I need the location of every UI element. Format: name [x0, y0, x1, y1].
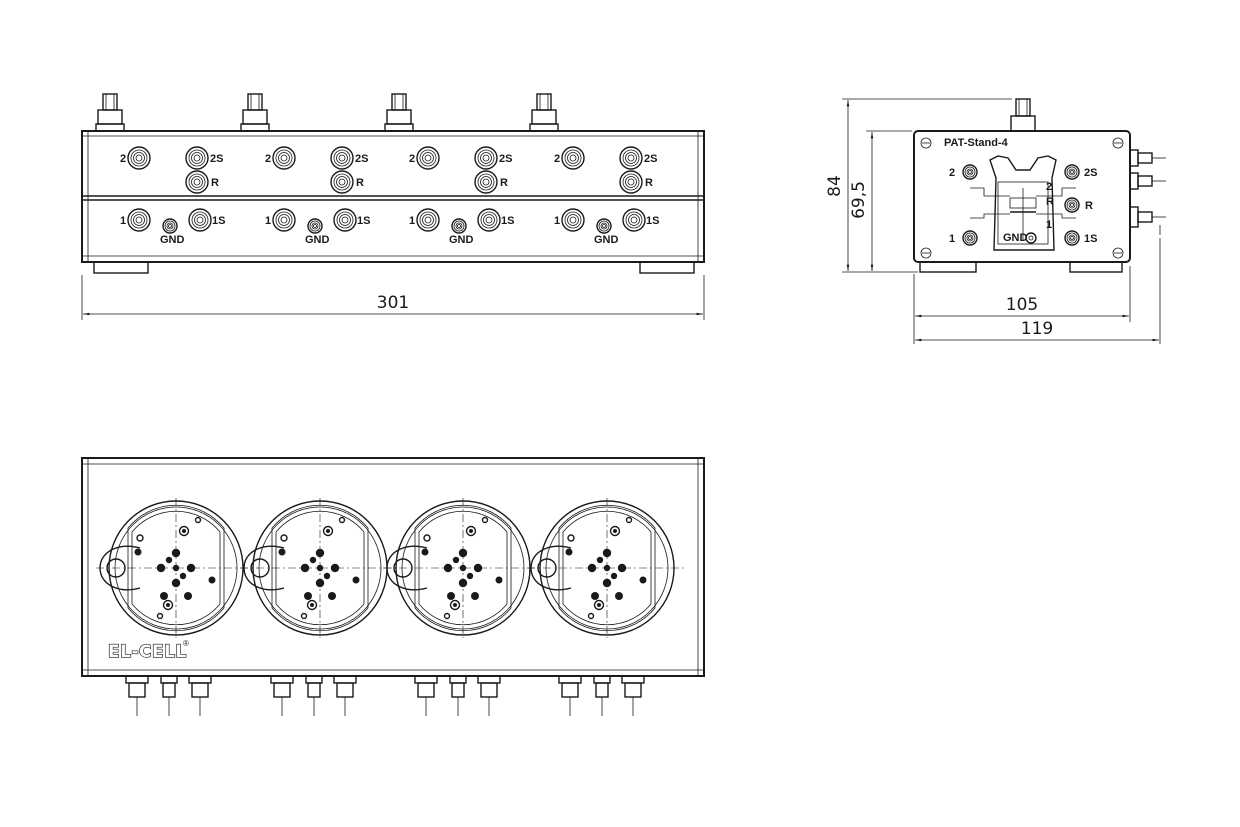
label-1s: 1S	[212, 215, 225, 227]
side-jack-r	[1064, 197, 1080, 213]
side-jack-1s	[1064, 230, 1080, 246]
top-connector	[529, 93, 559, 132]
label-gnd: GND	[305, 234, 330, 246]
jack-2	[272, 146, 296, 170]
jack-gnd	[451, 218, 467, 234]
side-label-2: 2	[949, 167, 955, 179]
label-1: 1	[265, 215, 271, 227]
jack-1	[416, 208, 440, 232]
label-2s: 2S	[210, 153, 223, 165]
side-jack-2s	[1064, 164, 1080, 180]
label-1: 1	[409, 215, 415, 227]
jack-gnd	[162, 218, 178, 234]
cell-holder-3	[382, 497, 544, 639]
model-label: PAT-Stand-4	[944, 137, 1009, 149]
label-1s: 1S	[501, 215, 514, 227]
label-r: R	[211, 177, 219, 189]
top-connector	[384, 93, 414, 132]
label-r: R	[356, 177, 364, 189]
jack-1s	[622, 208, 646, 232]
jack-1	[127, 208, 151, 232]
svg-text:R: R	[1046, 196, 1054, 208]
jack-2	[561, 146, 585, 170]
brand-mark: ®	[183, 639, 189, 648]
jack-2s	[185, 146, 209, 170]
channel-4: 2 2S R 1 1S GND	[529, 93, 659, 246]
cell-holder-1	[95, 497, 257, 639]
side-label-1: 1	[949, 233, 955, 245]
dimension-height: 84	[825, 98, 1012, 273]
jack-2s	[474, 146, 498, 170]
dimension-length: 301	[81, 275, 705, 320]
side-connectors	[1129, 149, 1166, 235]
label-2s: 2S	[644, 153, 657, 165]
channel-3: 2 2S R 1 1S GND	[384, 93, 514, 246]
label-1: 1	[554, 215, 560, 227]
cell-holder-2	[239, 497, 401, 639]
front-view: 2 2S R 1 1S GND 2 2S R 1 1S GND	[81, 93, 705, 320]
top-body	[81, 457, 705, 677]
bottom-connectors	[125, 675, 645, 717]
label-gnd: GND	[449, 234, 474, 246]
side-label-1s: 1S	[1084, 233, 1097, 245]
jack-2	[127, 146, 151, 170]
jack-1	[272, 208, 296, 232]
brand-name: EL-CELL	[108, 642, 187, 662]
label-2: 2	[265, 153, 271, 165]
dimension-total-width-value: 119	[1021, 319, 1053, 339]
side-jack-2	[962, 164, 978, 180]
label-r: R	[500, 177, 508, 189]
label-1s: 1S	[357, 215, 370, 227]
channel-1: 2 2S R 1 1S GND	[95, 93, 225, 246]
label-2s: 2S	[355, 153, 368, 165]
jack-r	[185, 170, 209, 194]
side-label-2s: 2S	[1084, 167, 1097, 179]
jack-2s	[330, 146, 354, 170]
side-label-gnd: GND	[1003, 232, 1028, 244]
jack-r	[474, 170, 498, 194]
jack-r	[619, 170, 643, 194]
brand-logo: EL-CELL ®	[107, 639, 189, 663]
jack-2	[416, 146, 440, 170]
label-2: 2	[120, 153, 126, 165]
dimension-width: 105 119	[913, 238, 1161, 344]
label-r: R	[645, 177, 653, 189]
top-connector	[240, 93, 270, 132]
dimension-body-width-value: 105	[1006, 295, 1038, 315]
dimension-body-height: 69,5	[849, 130, 912, 271]
side-view: PAT-Stand-4 2 R 1 2 2S R 1 1S GND	[825, 98, 1166, 344]
svg-text:2: 2	[1046, 181, 1052, 193]
jack-gnd	[596, 218, 612, 234]
dimension-body-height-value: 69,5	[849, 181, 869, 219]
label-2: 2	[409, 153, 415, 165]
label-1s: 1S	[646, 215, 659, 227]
label-1: 1	[120, 215, 126, 227]
jack-1s	[477, 208, 501, 232]
jack-r	[330, 170, 354, 194]
jack-1s	[188, 208, 212, 232]
label-gnd: GND	[594, 234, 619, 246]
dimension-height-value: 84	[825, 175, 845, 197]
channel-2: 2 2S R 1 1S GND	[240, 93, 370, 246]
jack-1	[561, 208, 585, 232]
top-connector	[95, 93, 125, 132]
top-view: EL-CELL ®	[81, 457, 705, 717]
svg-text:1: 1	[1046, 219, 1052, 231]
jack-2s	[619, 146, 643, 170]
label-gnd: GND	[160, 234, 185, 246]
label-2s: 2S	[499, 153, 512, 165]
side-jack-1	[962, 230, 978, 246]
side-label-r: R	[1085, 200, 1093, 212]
dimension-length-value: 301	[377, 293, 409, 313]
label-2: 2	[554, 153, 560, 165]
jack-gnd	[307, 218, 323, 234]
cell-holder-4	[526, 497, 688, 639]
jack-1s	[333, 208, 357, 232]
